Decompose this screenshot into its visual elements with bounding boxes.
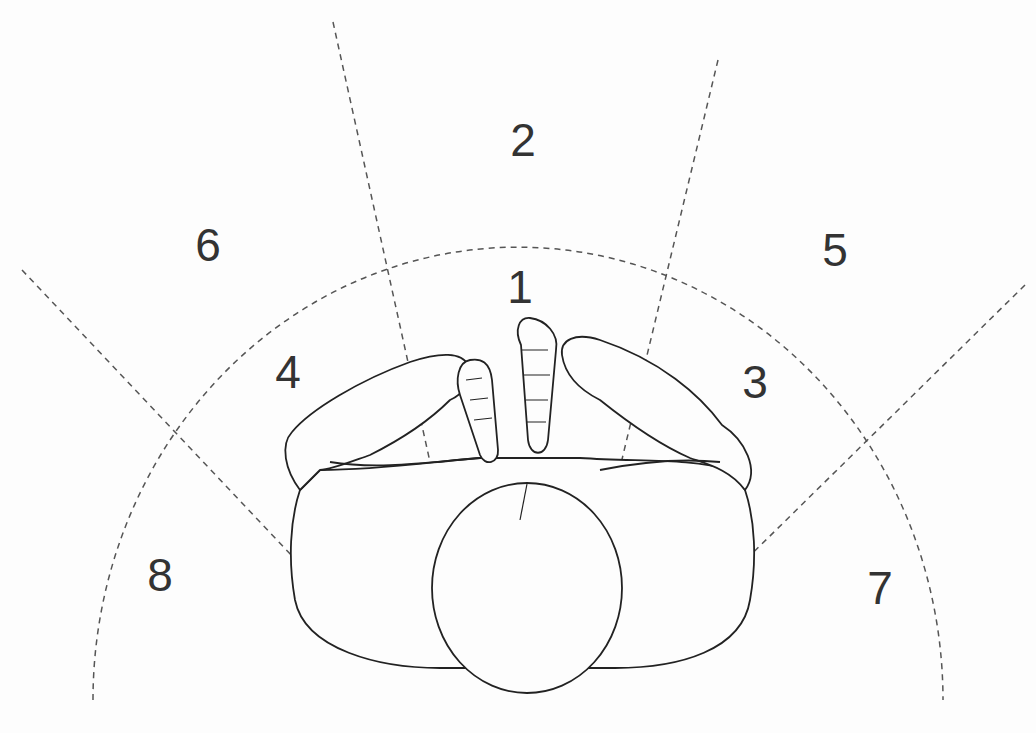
zone-divider <box>710 285 1025 595</box>
hair-parting <box>520 484 527 520</box>
callout-number: 5 <box>822 227 848 273</box>
head <box>432 483 622 693</box>
left-hand <box>458 360 498 463</box>
callout-number: 3 <box>742 359 768 405</box>
callout-number: 7 <box>867 565 893 611</box>
callout-number: 6 <box>195 222 221 268</box>
left-arm <box>285 355 469 490</box>
callout-number: 8 <box>147 552 173 598</box>
callout-number: 1 <box>507 264 533 310</box>
zone-boundaries <box>22 22 1025 700</box>
forearm <box>330 458 720 470</box>
finger-lines <box>522 350 550 422</box>
callout-number: 4 <box>275 349 301 395</box>
reach-arc <box>93 247 943 700</box>
finger-lines <box>466 378 492 420</box>
right-hand <box>518 318 557 453</box>
person-figure <box>285 318 754 693</box>
right-arm <box>562 337 751 490</box>
callout-number: 2 <box>510 117 536 163</box>
